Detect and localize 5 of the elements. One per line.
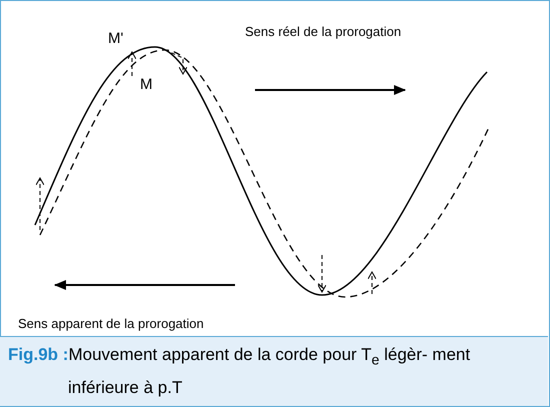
figure-caption: Fig.9b :Mouvement apparent de la corde pour T$_{e}$ légèr- ment inférieure à p.T xyxy=(8,344,472,400)
point-label: M' xyxy=(108,30,124,47)
direction-label: Sens réel de la prorogation xyxy=(245,24,402,39)
direction-label: Sens apparent de la prorogation xyxy=(18,316,204,331)
point-label: M xyxy=(140,76,152,93)
